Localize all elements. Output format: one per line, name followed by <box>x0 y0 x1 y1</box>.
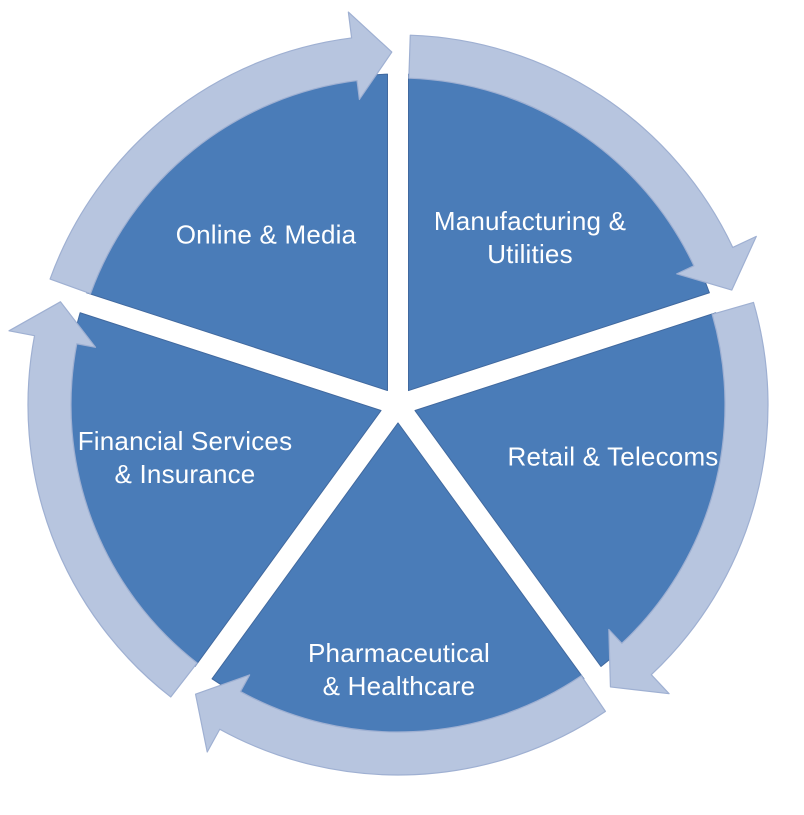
cycle-arrow-retail-telecoms <box>608 301 769 695</box>
sector-label-line: & Insurance <box>114 459 256 489</box>
sector-label-line: Pharmaceutical <box>308 638 490 668</box>
cycle-arrow-manufacturing-utilities <box>408 34 757 291</box>
sector-label-line: Utilities <box>487 239 573 269</box>
sector-label-pharmaceutical-healthcare: Pharmaceutical & Healthcare <box>308 637 490 703</box>
sector-label-line: Manufacturing & <box>433 206 627 236</box>
sector-label-retail-telecoms: Retail & Telecoms <box>507 441 718 474</box>
sector-label-line: Financial Services <box>77 426 293 456</box>
sector-label-financial-services-insurance: Financial Services & Insurance <box>78 425 293 491</box>
cycle-arrow-online-media <box>49 11 393 295</box>
sector-label-manufacturing-utilities: Manufacturing & Utilities <box>434 205 626 271</box>
sector-label-online-media: Online & Media <box>176 219 357 252</box>
cycle-arrow-pharmaceutical-healthcare <box>194 674 607 776</box>
cycle-arrow-financial-services-insurance <box>8 301 198 698</box>
sector-label-line: & Healthcare <box>322 671 476 701</box>
sector-label-line: Online & Media <box>175 219 357 250</box>
sector-label-line: Retail & Telecoms <box>507 441 719 472</box>
